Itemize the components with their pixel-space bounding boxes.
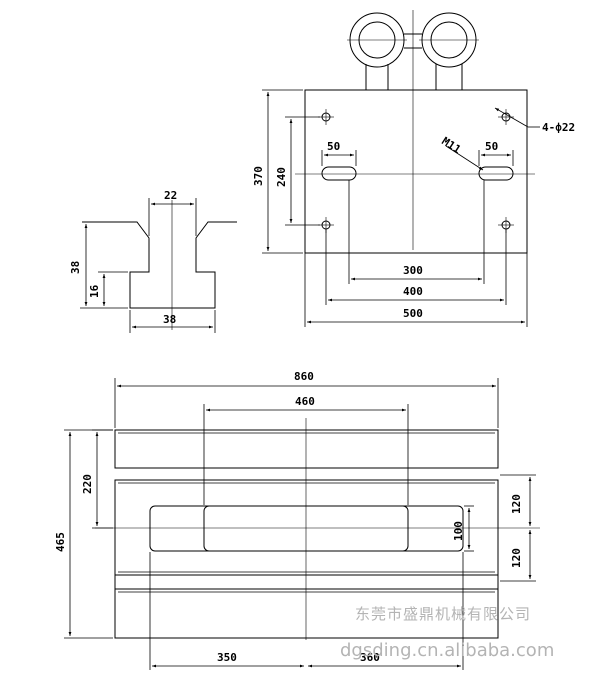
t-slot-profile <box>82 221 237 309</box>
top-rail <box>114 429 499 469</box>
dim-460: 460 <box>295 395 315 408</box>
dim-240: 240 <box>275 167 288 187</box>
bottom-rail <box>114 588 499 639</box>
watermark-site: dgsding.cn.alibaba.com <box>340 640 555 661</box>
slot-right <box>478 166 514 181</box>
dim-860: 860 <box>294 370 314 383</box>
dim-100: 100 <box>452 521 465 541</box>
dim-465: 465 <box>54 532 67 552</box>
dim-50-left: 50 <box>327 140 340 153</box>
dim-22: 22 <box>164 189 177 202</box>
lifting-eye-right-icon <box>419 12 479 68</box>
lifting-eye-left-icon <box>347 12 407 68</box>
dim-500: 500 <box>403 307 423 320</box>
top-right-plate-view: 370 240 50 50 M11 4-ф22 300 400 <box>252 10 575 327</box>
dim-50-right: 50 <box>485 140 498 153</box>
outer-cutout <box>149 505 464 552</box>
bottom-plan-view: 860 460 465 220 120 120 100 350 <box>54 370 540 670</box>
dim-220: 220 <box>81 474 94 494</box>
dim-360: 360 <box>360 651 380 664</box>
dim-16: 16 <box>88 284 101 298</box>
slot-left <box>321 166 357 181</box>
dim-38-height: 38 <box>69 261 82 274</box>
t-slot-detail: 22 38 16 38 <box>69 189 237 333</box>
dim-370: 370 <box>252 166 265 186</box>
note-holes: 4-ф22 <box>542 121 575 134</box>
bolt-hole-icon <box>318 109 334 125</box>
dim-120-upper: 120 <box>510 494 523 514</box>
watermark-company: 东莞市盛鼎机械有限公司 <box>355 605 532 623</box>
dim-120-lower: 120 <box>510 548 523 568</box>
dim-300: 300 <box>403 264 423 277</box>
note-m11: M11 <box>439 135 463 157</box>
dim-38-width: 38 <box>163 313 176 326</box>
middle-block <box>114 479 499 576</box>
mounting-plate <box>304 89 528 254</box>
lower-strip <box>114 574 499 590</box>
dim-400: 400 <box>403 285 423 298</box>
dim-350: 350 <box>217 651 237 664</box>
